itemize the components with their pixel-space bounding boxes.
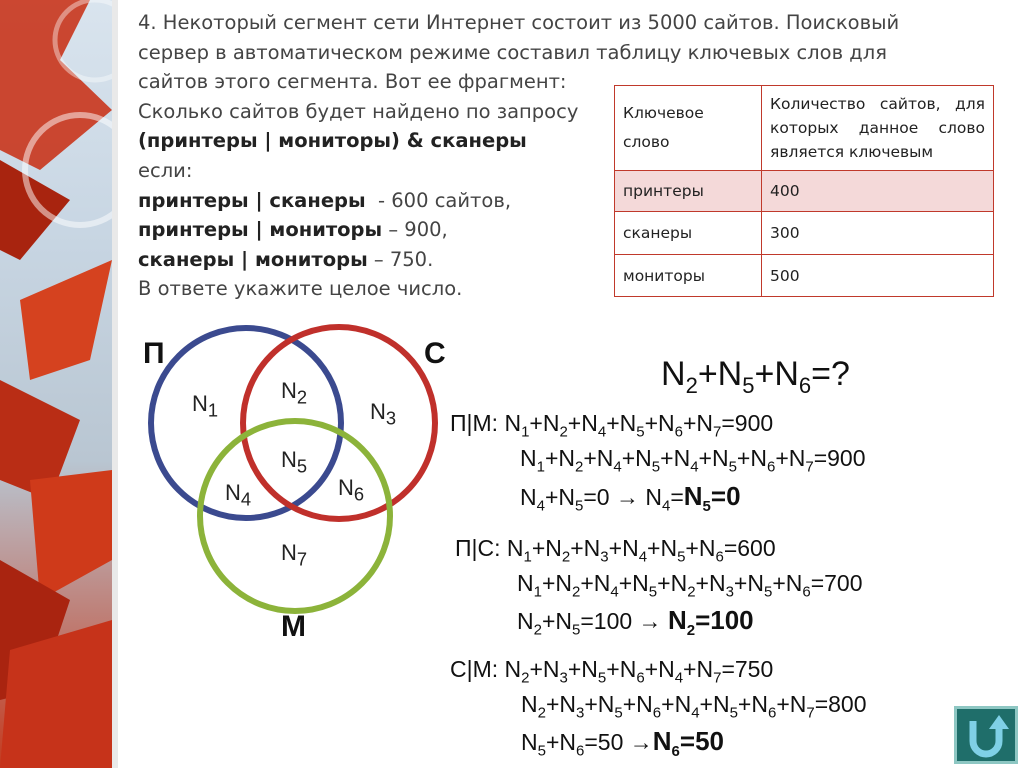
table-cell: 500 <box>761 254 994 297</box>
problem-line: 4. Некоторый сегмент сети Интернет состо… <box>138 11 900 34</box>
table-cell: 400 <box>761 170 994 212</box>
equation: N1+N2+N4+N5+N4+N5+N6+N7=900 <box>520 445 866 476</box>
condition-1-value: - 600 сайтов, <box>365 188 512 212</box>
query-text: (принтеры | мониторы) & сканеры <box>138 129 527 153</box>
region-n1: N1 <box>192 391 219 421</box>
condition-3-label: сканеры | мониторы <box>138 247 368 271</box>
region-n6: N6 <box>338 475 365 505</box>
answer-hint: В ответе укажите целое число. <box>138 277 463 301</box>
problem-text: 4. Некоторый сегмент сети Интернет состо… <box>138 8 958 304</box>
equation: N2+N5=100 → N2=100 <box>517 605 754 640</box>
scanners-circle <box>240 324 438 522</box>
if-text: если: <box>138 158 193 182</box>
home-button[interactable] <box>954 706 1018 764</box>
condition-1-label: принтеры | сканеры <box>138 188 366 212</box>
problem-line: Сколько сайтов будет найдено по запросу <box>138 99 579 123</box>
divider <box>112 0 118 768</box>
table-header-row: Ключевое слово Количество сайтов, для ко… <box>614 85 994 171</box>
u-turn-arrow-icon <box>969 715 1009 758</box>
equation: П|С: N1+N2+N3+N4+N5+N6=600 <box>455 535 776 566</box>
region-n7: N7 <box>281 540 308 570</box>
table-cell: 300 <box>761 211 994 255</box>
problem-line: сервер в автоматическом режиме составил … <box>138 40 887 64</box>
equation: С|М: N2+N3+N5+N6+N4+N7=750 <box>450 656 774 687</box>
region-n2: N2 <box>281 378 308 408</box>
set-label-p: П <box>143 337 165 370</box>
condition-2-value: – 900, <box>382 218 448 242</box>
header-keyword: Ключевое слово <box>614 85 762 171</box>
keyword-table: Ключевое слово Количество сайтов, для ко… <box>614 85 994 297</box>
region-n3: N3 <box>370 399 397 429</box>
equation: П|М: N1+N2+N4+N5+N6+N7=900 <box>450 410 774 441</box>
table-row: принтеры 400 <box>614 170 994 212</box>
region-n5: N5 <box>281 447 308 477</box>
problem-line: сайтов этого сегмента. Вот ее фрагмент: <box>138 70 567 94</box>
monitors-circle <box>197 418 393 614</box>
table-row: мониторы 500 <box>614 254 994 297</box>
set-label-m: М <box>281 610 306 643</box>
equation: N1+N2+N4+N5+N2+N3+N5+N6=700 <box>517 570 863 601</box>
set-label-s: С <box>424 337 446 370</box>
table-cell: мониторы <box>614 254 762 297</box>
region-n4: N4 <box>225 480 252 510</box>
equation: N2+N3+N5+N6+N4+N5+N6+N7=800 <box>521 691 867 722</box>
table-row: сканеры 300 <box>614 211 994 255</box>
header-count: Количество сайтов, для которых данное сл… <box>761 85 994 171</box>
goal-equation: N2+N5+N6=? <box>661 355 850 398</box>
autumn-leaves-decoration <box>0 0 112 768</box>
equation: N5+N6=50 →N6=50 <box>521 726 724 761</box>
condition-2-label: принтеры | мониторы <box>138 218 383 242</box>
equation: N4+N5=0 → N4=N5=0 <box>520 481 741 516</box>
printers-circle <box>148 325 344 521</box>
condition-3-value: – 750. <box>367 247 434 271</box>
table-cell: сканеры <box>614 211 762 255</box>
